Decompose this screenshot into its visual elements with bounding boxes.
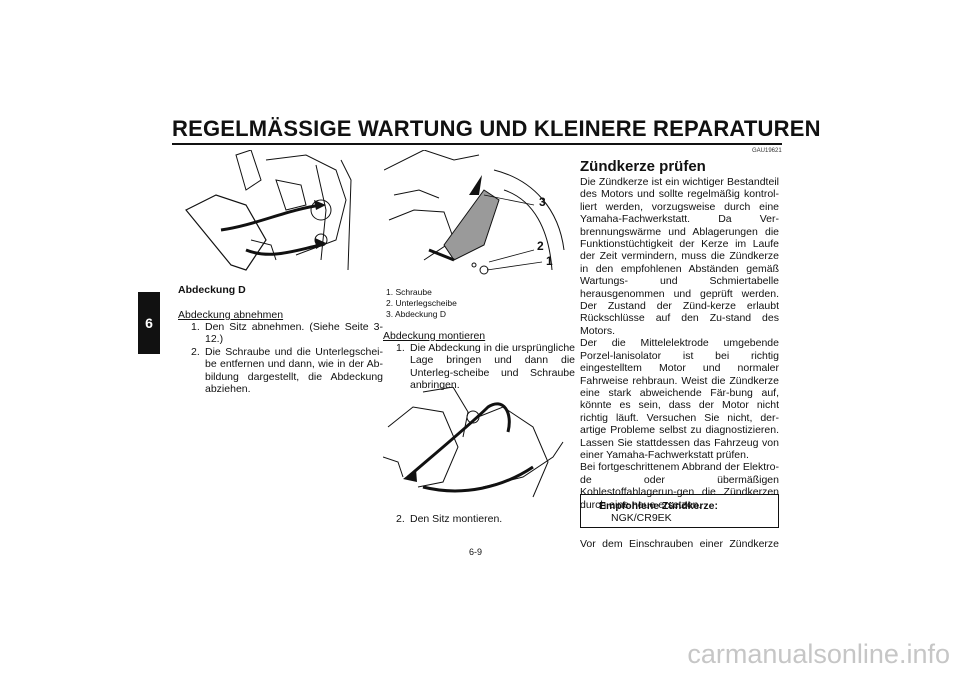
- cover-parts-illustration: [384, 150, 565, 275]
- install-steps: 1.Die Abdeckung in die ursprüngliche Lag…: [383, 342, 575, 392]
- paragraph: Der die Mittelelektrode umgebende Porzel…: [580, 337, 779, 461]
- seat-install-illustration: [383, 387, 564, 498]
- section-heading-install: Abdeckung montieren: [383, 330, 486, 342]
- legend-item: 2. Unterlegscheibe: [386, 298, 457, 308]
- body-text: Die Zündkerze ist ein wichtiger Bestandt…: [580, 176, 779, 511]
- figure-caption: Abdeckung D: [178, 284, 246, 296]
- spec-box: Empfohlene Zündkerze: NGK/CR9EK: [580, 494, 779, 528]
- callout-label: 2: [537, 239, 544, 253]
- spec-box-value: NGK/CR9EK: [611, 512, 672, 524]
- legend-item: 3. Abdeckung D: [386, 309, 447, 319]
- title-rule: [172, 143, 782, 145]
- figure-legend: 1. Schraube 2. Unterlegscheibe 3. Abdeck…: [386, 287, 457, 320]
- remove-steps: 1.Den Sitz abnehmen. (Siehe Seite 3-12.)…: [178, 321, 383, 395]
- document-code: GAU19621: [752, 148, 782, 154]
- paragraph: Bei fortgeschrittenem Abbrand der Elektr…: [580, 461, 779, 511]
- paragraph: Die Zündkerze ist ein wichtiger Bestandt…: [580, 176, 779, 337]
- page-title: REGELMÄSSIGE WARTUNG UND KLEINERE REPARA…: [172, 116, 821, 141]
- spec-box-title: Empfohlene Zündkerze:: [599, 500, 719, 512]
- page-number: 6-9: [469, 547, 483, 557]
- section-heading-remove: Abdeckung abnehmen: [178, 309, 284, 321]
- cover-d-illustration: [185, 150, 352, 271]
- list-item: 1.Den Sitz abnehmen. (Siehe Seite 3-12.): [191, 321, 383, 346]
- watermark: carmanualsonline.info: [687, 639, 950, 669]
- install-step-2: 2.Den Sitz montieren.: [383, 513, 575, 525]
- list-item: 1.Die Abdeckung in die ursprüngliche Lag…: [396, 342, 575, 392]
- continued-text: Vor dem Einschrauben einer Zündkerze: [580, 538, 779, 550]
- callout-label: 3: [539, 195, 546, 209]
- list-item: 2.Den Sitz montieren.: [396, 513, 503, 525]
- list-item: 2.Die Schraube und die Unterlegschei-be …: [191, 345, 383, 396]
- chapter-tab: 6: [138, 292, 160, 354]
- section-heading: Zündkerze prüfen: [580, 158, 706, 175]
- callout-label: 1: [546, 254, 553, 268]
- legend-item: 1. Schraube: [386, 287, 432, 297]
